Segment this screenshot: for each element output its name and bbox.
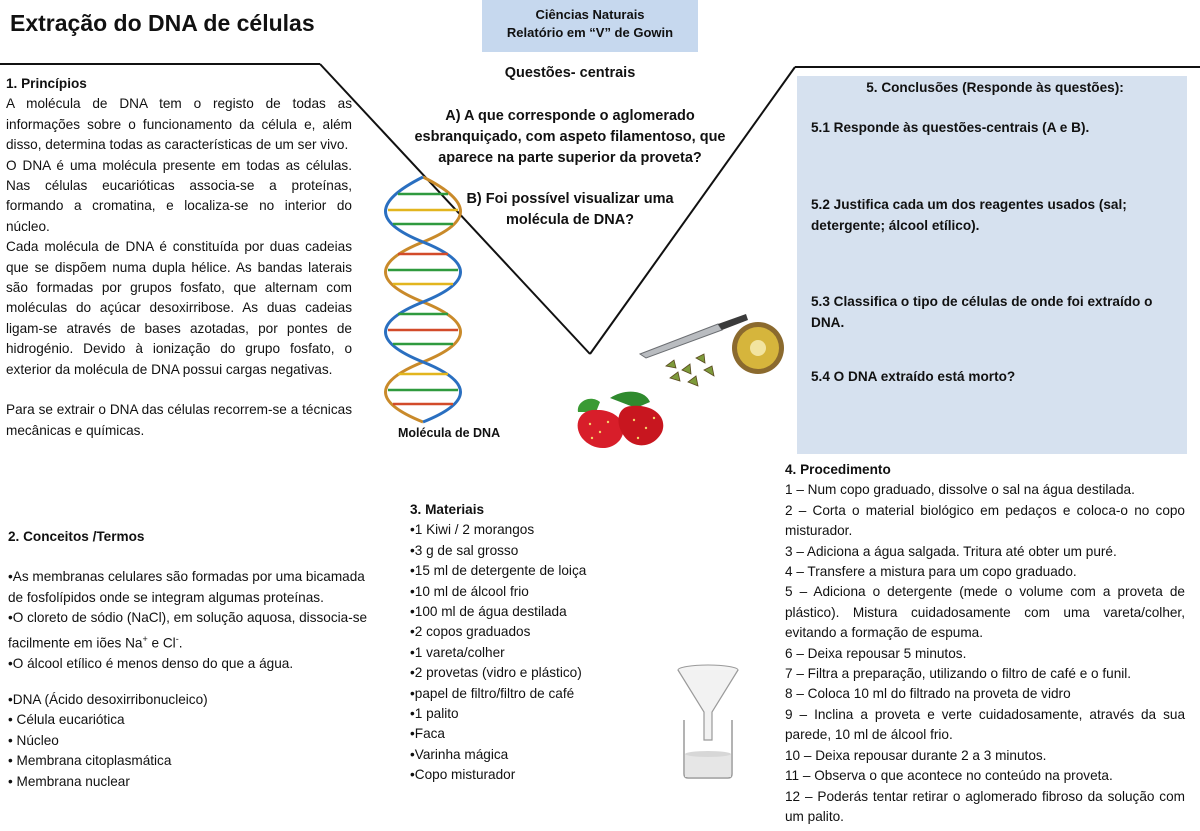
central-questions: Questões- centrais A) A que corresponde … (398, 63, 742, 231)
sodium-charge: + (142, 633, 148, 644)
subject-line: Ciências Naturais (535, 7, 645, 22)
report-type-line: Relatório em “V” de Gowin (506, 25, 674, 40)
list-item: •Copo misturador (410, 767, 516, 783)
question-b: B) Foi possível visualizar uma molécula … (466, 191, 674, 228)
concept-text: •O cloreto de sódio (NaCl), em solução a… (8, 610, 368, 651)
central-questions-heading: Questões- centrais (504, 65, 636, 81)
list-item: •papel de filtro/filtro de café (410, 685, 575, 701)
conclusion-question: 5.2 Justifica cada um dos reagentes usad… (811, 197, 1127, 233)
question-a: A) A que corresponde o aglomerado esbran… (414, 108, 726, 166)
procedure-step: 5 – Adiciona o detergente (mede o volume… (785, 584, 1185, 641)
principles-paragraph: Cada molécula de DNA é constituída por d… (6, 239, 352, 377)
list-item: • Núcleo (8, 732, 59, 748)
procedure-step: 4 – Transfere a mistura para um copo gra… (785, 564, 1077, 580)
concept-text: e Cl (147, 635, 176, 651)
concept-item: •O álcool etílico é menos denso do que a… (8, 655, 294, 671)
principles-section: 1. Princípios A molécula de DNA tem o re… (6, 74, 352, 441)
procedure-step: 2 – Corta o material biológico em pedaço… (785, 502, 1185, 539)
dna-terms-list: • Célula eucariótica • Núcleo • Membrana… (8, 710, 370, 792)
procedure-step: 3 – Adiciona a água salgada. Tritura até… (785, 543, 1117, 559)
procedure-step: 11 – Observa o que acontece no conteúdo … (785, 768, 1113, 784)
conclusion-question: 5.3 Classifica o tipo de células de onde… (811, 294, 1153, 330)
dna-caption: Molécula de DNA (398, 426, 501, 440)
list-item: •2 copos graduados (410, 624, 531, 640)
procedure-section: 4. Procedimento 1 – Num copo graduado, d… (785, 460, 1185, 827)
concepts-heading: 2. Conceitos /Termos (8, 529, 145, 544)
materials-section: 3. Materiais •1 Kiwi / 2 morangos •3 g d… (410, 500, 660, 786)
list-item: •15 ml de detergente de loiça (410, 563, 587, 579)
materials-heading: 3. Materiais (410, 502, 485, 517)
procedure-step: 12 – Poderás tentar retirar o aglomerado… (785, 788, 1185, 824)
list-item: •2 provetas (vidro e plástico) (410, 665, 582, 681)
procedure-step: 8 – Coloca 10 ml do filtrado na proveta … (785, 686, 1071, 702)
chloride-charge: - (175, 633, 179, 644)
concept-item: •As membranas celulares são formadas por… (8, 569, 365, 605)
procedure-step: 10 – Deixa repousar durante 2 a 3 minuto… (785, 747, 1047, 763)
list-item: •1 palito (410, 706, 459, 722)
strawberry-illustration (577, 391, 664, 449)
conclusion-question: 5.1 Responde às questões-centrais (A e B… (811, 120, 1090, 135)
list-item: • Membrana citoplasmática (8, 753, 172, 769)
materials-list: •1 Kiwi / 2 morangos •3 g de sal grosso … (410, 520, 660, 785)
dna-helix-illustration (384, 175, 462, 424)
page-title: Extração do DNA de células (10, 10, 315, 36)
procedure-heading: 4. Procedimento (785, 462, 891, 477)
list-item: •1 vareta/colher (410, 644, 505, 660)
list-item: •Varinha mágica (410, 746, 509, 762)
dna-terms-heading: •DNA (Ácido desoxirribonucleico) (8, 691, 208, 707)
list-item: •10 ml de álcool frio (410, 583, 529, 599)
concept-text: . (178, 635, 183, 651)
list-item: • Membrana nuclear (8, 773, 130, 789)
conclusion-question: 5.4 O DNA extraído está morto? (811, 369, 1016, 384)
procedure-step: 9 – Inclina a proveta e verte cuidadosam… (785, 706, 1185, 743)
principles-paragraph: A molécula de DNA tem o registo de todas… (6, 96, 352, 153)
list-item: • Célula eucariótica (8, 712, 125, 728)
list-item: •Faca (410, 726, 445, 742)
list-item: •1 Kiwi / 2 morangos (410, 522, 535, 538)
concept-item: •O cloreto de sódio (NaCl), em solução a… (8, 608, 370, 653)
concepts-section: 2. Conceitos /Termos •As membranas celul… (8, 527, 370, 792)
conclusions-section: 5. Conclusões (Responde às questões): 5.… (797, 76, 1187, 454)
funnel-beaker-illustration (677, 664, 739, 779)
list-item: •100 ml de água destilada (410, 604, 567, 620)
procedure-step: 6 – Deixa repousar 5 minutos. (785, 645, 967, 661)
list-item: •3 g de sal grosso (410, 542, 519, 558)
kiwi-knife-illustration (638, 314, 784, 387)
principles-paragraph: O DNA é uma molécula presente em todas a… (6, 157, 352, 234)
procedure-step: 7 – Filtra a preparação, utilizando o fi… (785, 666, 1132, 682)
procedure-step: 1 – Num copo graduado, dissolve o sal na… (785, 482, 1135, 498)
subject-header: Ciências Naturais Relatório em “V” de Go… (482, 0, 698, 52)
principles-heading: 1. Princípios (6, 76, 87, 91)
principles-paragraph: Para se extrair o DNA das células recorr… (6, 402, 352, 438)
conclusions-heading: 5. Conclusões (Responde às questões): (866, 80, 1124, 95)
